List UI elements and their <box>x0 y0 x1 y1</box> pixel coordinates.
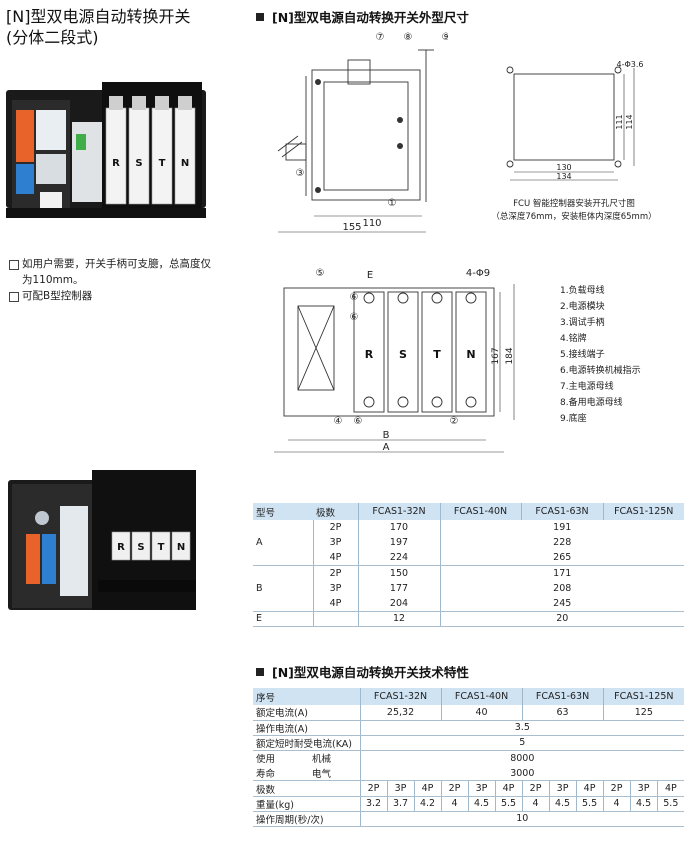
feature-item: 可配B型控制器 <box>8 288 218 304</box>
callout-8: ⑧ <box>404 32 413 43</box>
feature-item: 如用户需要，开关手柄可支臆，总高度仅为110mm。 <box>8 256 218 288</box>
legend-item: 2.电源模块 <box>560 302 605 312</box>
dimension-table: 型号 极数 FCAS1-32N FCAS1-40N FCAS1-63N FCAS… <box>253 503 684 627</box>
dim-134: 134 <box>556 172 571 181</box>
label-n: N <box>181 158 189 169</box>
specs-section-heading: [N]型双电源自动转换开关技术特性 <box>256 662 469 681</box>
callout-4: ④ <box>334 416 343 427</box>
dim-167: 167 <box>491 347 501 364</box>
label-r: R <box>117 542 125 553</box>
callout-6: ⑥ <box>350 312 359 323</box>
label-s: S <box>135 158 142 169</box>
feature-list: 如用户需要，开关手柄可支臆，总高度仅为110mm。 可配B型控制器 <box>8 256 218 304</box>
product-photo-bottom: R S T N <box>8 470 196 610</box>
table-row: 寿命 电气 3000 <box>253 765 685 782</box>
square-bullet-icon <box>256 13 264 21</box>
plan-holes: 4-Φ9 <box>466 268 490 279</box>
label-s: S <box>399 348 407 361</box>
legend-item: 4.铭牌 <box>560 334 587 344</box>
page-title: [N]型双电源自动转换开关 (分体二段式) <box>6 6 190 48</box>
dim-111: 111 <box>615 114 624 129</box>
table-row: 操作电流(A) 3.5 <box>253 720 685 736</box>
label-n: N <box>177 542 185 553</box>
dim-155: 155 <box>342 222 361 233</box>
table-row: 操作周期(秒/次) 10 <box>253 811 685 828</box>
table-header-row: 型号 极数 FCAS1-32N FCAS1-40N FCAS1-63N FCAS… <box>253 503 684 520</box>
side-view-drawing: ⑦ ⑧ ⑨ ③ ① 110 155 <box>277 32 448 233</box>
dim-114: 114 <box>625 114 634 129</box>
label-r: R <box>365 348 374 361</box>
dim-e: E <box>367 270 373 281</box>
legend-list: 1.负载母线 2.电源模块 3.调试手柄 4.铭牌 5.接线端子 6.电源转换机… <box>560 283 641 427</box>
legend-item: 5.接线端子 <box>560 350 605 360</box>
title-line1: [N]型双电源自动转换开关 <box>6 7 191 26</box>
fcu-caption: FCU 智能控制器安装开孔尺寸图 （总深度76mm，安装柜体内深度65mm） <box>491 199 657 222</box>
table-row: 额定短时耐受电流(KA) 5 <box>253 735 685 752</box>
dim-a: A <box>383 442 390 453</box>
label-r: R <box>112 158 120 169</box>
legend-item: 7.主电源母线 <box>560 382 614 392</box>
table-header-row: 序号 FCAS1-32N FCAS1-40N FCAS1-63N FCAS1-1… <box>253 688 685 705</box>
dimensions-section-heading: [N]型双电源自动转换开关外型尺寸 <box>256 7 469 26</box>
label-s: S <box>137 542 144 553</box>
dim-184: 184 <box>505 347 515 364</box>
title-line2: (分体二段式) <box>6 28 99 47</box>
callout-9: ⑨ <box>442 32 448 43</box>
callout-6: ⑥ <box>354 416 363 427</box>
spec-table: 序号 FCAS1-32N FCAS1-40N FCAS1-63N FCAS1-1… <box>253 688 685 828</box>
table-row: 使用 机械 8000 <box>253 750 685 766</box>
label-t: T <box>159 158 166 169</box>
legend-item: 1.负载母线 <box>560 286 605 296</box>
callout-3: ③ <box>296 168 305 179</box>
callout-6: ⑥ <box>350 292 359 303</box>
legend-item: 6.电源转换机械指示 <box>560 366 641 376</box>
callout-1: ① <box>388 198 397 209</box>
dim-110: 110 <box>362 218 381 229</box>
callout-5: ⑤ <box>316 268 325 279</box>
dim-130: 130 <box>556 163 571 172</box>
dim-b: B <box>383 430 390 441</box>
plan-view-drawing: ⑤ ⑥ ⑥ ④ ⑥ ② E 4-Φ9 B A R S T N 167 184 <box>274 268 515 453</box>
product-photo-top: R S T N <box>6 82 206 218</box>
legend-item: 9.底座 <box>560 414 587 424</box>
legend-item: 3.调试手柄 <box>560 318 605 328</box>
fcu-holes: 4-Φ3.6 <box>617 60 644 69</box>
table-row: 额定电流(A) 25,32 40 63 125 <box>253 705 685 721</box>
label-n: N <box>466 348 475 361</box>
square-bullet-icon <box>256 668 264 676</box>
callout-7: ⑦ <box>376 32 385 43</box>
label-t: T <box>433 348 441 361</box>
label-t: T <box>158 542 165 553</box>
legend-item: 8.备用电源母线 <box>560 398 623 408</box>
callout-2: ② <box>450 416 459 427</box>
fcu-cutout-drawing: 4-Φ3.6 130 134 111 114 <box>506 60 644 181</box>
